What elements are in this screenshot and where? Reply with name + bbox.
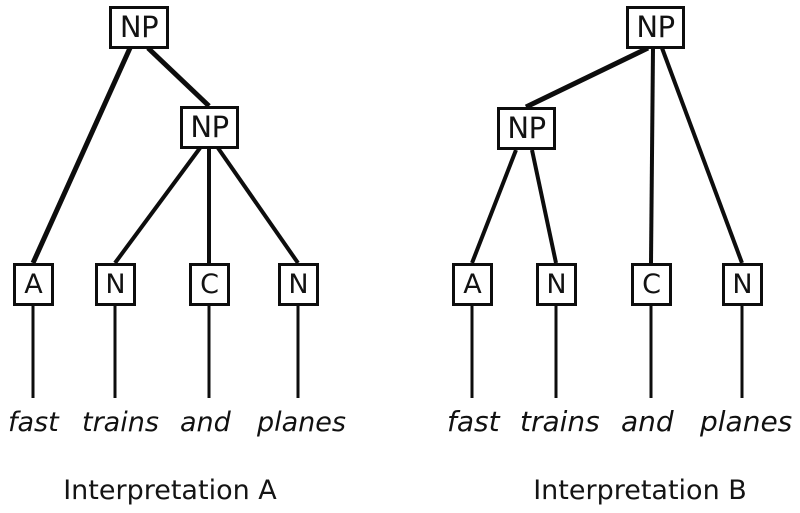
edge-b-root-to-innernp (524, 45, 650, 110)
edge-b-root-to-conj (649, 47, 655, 264)
tree-a-root-node: NP (109, 6, 169, 49)
tree-b-terminal-noun-2: N (722, 263, 763, 306)
edge-a-root-to-adj (30, 46, 133, 265)
tree-b-word-and: and (621, 405, 674, 438)
tree-a-terminal-conjunction: C (189, 263, 230, 306)
tree-b-terminal-noun-1: N (536, 263, 577, 306)
edge-b-innernp-to-adj (470, 149, 518, 264)
tree-a-word-and: and (180, 407, 231, 438)
edge-a-root-to-innernp (146, 46, 211, 108)
edge-a-innernp-to-noun2 (216, 146, 300, 265)
tree-b-word-trains: trains (520, 405, 600, 438)
tree-a-word-trains: trains (82, 407, 159, 438)
tree-a-inner-np-node: NP (180, 106, 239, 149)
tree-b-root-node: NP (626, 6, 685, 49)
edge-a-innernp-to-noun1 (113, 146, 202, 265)
tree-b-terminal-adjective: A (452, 263, 493, 306)
tree-a-caption: Interpretation A (63, 475, 277, 506)
edge-b-innernp-to-noun1 (530, 149, 558, 264)
tree-b-word-planes: planes (700, 405, 793, 438)
tree-b-word-fast: fast (447, 405, 500, 438)
tree-a-word-planes: planes (257, 407, 346, 438)
tree-b-terminal-conjunction: C (631, 263, 672, 306)
tree-b-caption: Interpretation B (533, 475, 747, 506)
edge-b-root-to-noun2 (660, 47, 744, 264)
tree-a-terminal-noun-1: N (95, 263, 136, 306)
tree-a-word-fast: fast (8, 407, 59, 438)
tree-b-inner-np-node: NP (497, 107, 556, 150)
tree-a-terminal-noun-2: N (278, 263, 319, 306)
tree-a-terminal-adjective: A (13, 263, 54, 306)
